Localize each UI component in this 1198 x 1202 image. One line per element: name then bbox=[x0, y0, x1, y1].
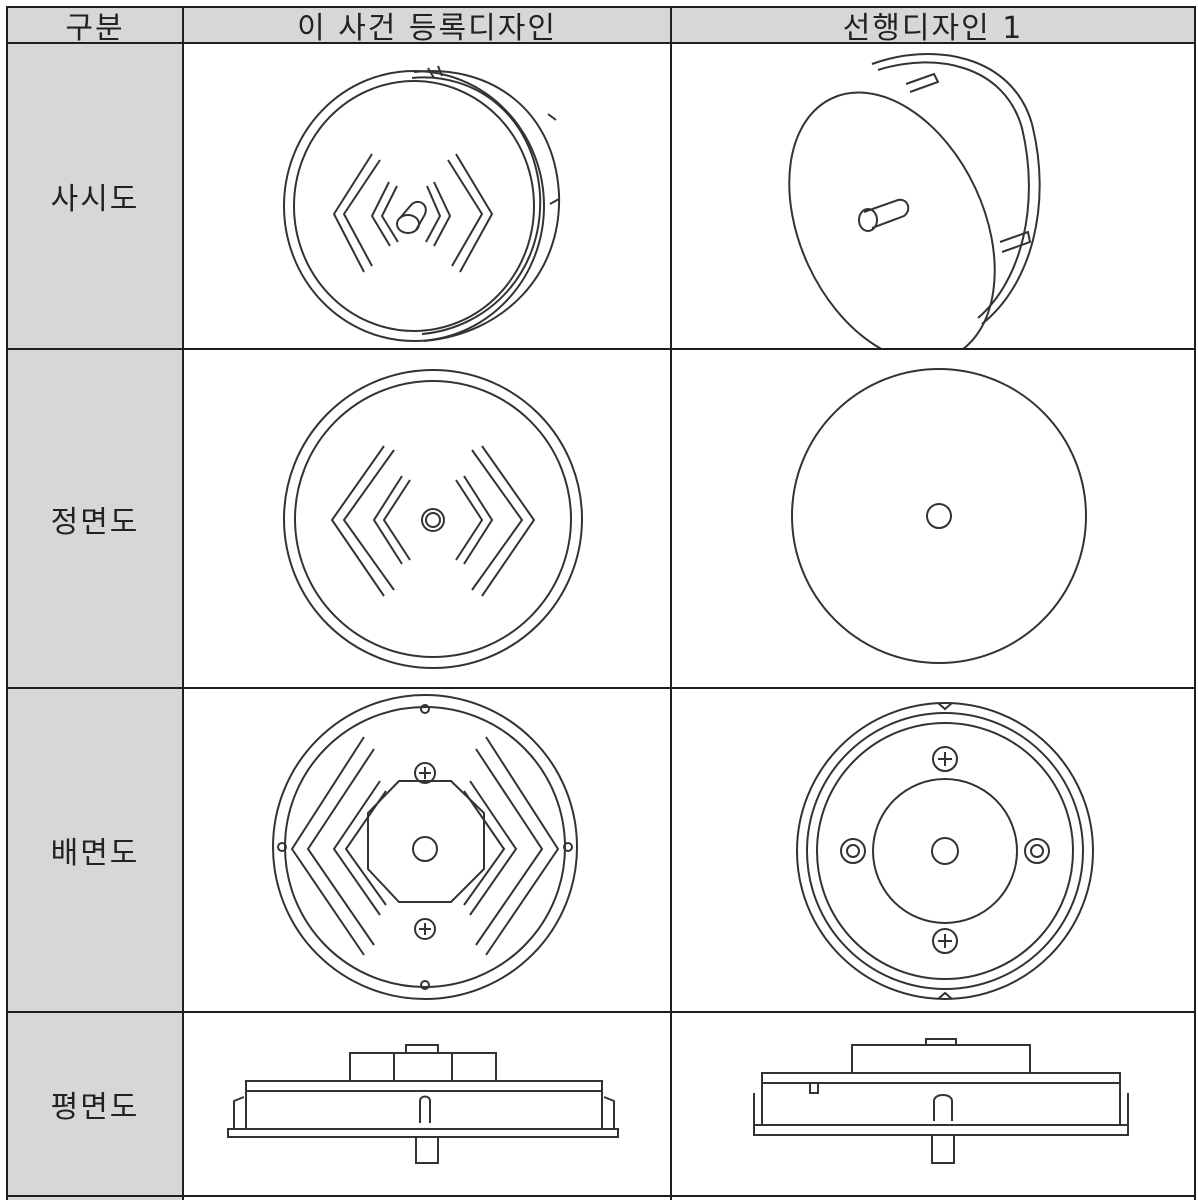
prior-rear-drawing bbox=[672, 689, 1194, 1011]
row-label-rear: 배면도 bbox=[50, 836, 140, 871]
registered-rear-drawing bbox=[184, 689, 670, 1011]
grid-line bbox=[6, 6, 1196, 8]
header-registered-design: 이 사건 등록디자인 bbox=[297, 10, 557, 46]
grid-line bbox=[6, 1195, 1196, 1197]
prior-top-drawing bbox=[672, 1013, 1194, 1195]
grid-line bbox=[6, 1011, 1196, 1013]
grid-line bbox=[6, 348, 1196, 350]
grid-line bbox=[1194, 6, 1196, 1200]
label-column-bg bbox=[6, 43, 183, 1200]
registered-perspective-drawing bbox=[184, 44, 670, 348]
grid-line bbox=[670, 6, 672, 1200]
prior-front-drawing bbox=[672, 350, 1194, 687]
prior-perspective-drawing bbox=[672, 44, 1194, 348]
grid-line bbox=[6, 6, 8, 1200]
row-label-front: 정면도 bbox=[50, 504, 140, 540]
grid-line bbox=[6, 687, 1196, 689]
grid-line bbox=[6, 42, 1196, 44]
header-category: 구분 bbox=[65, 10, 125, 46]
registered-top-drawing bbox=[184, 1013, 670, 1195]
registered-front-drawing bbox=[184, 350, 670, 687]
grid-line bbox=[182, 6, 184, 1200]
header-row-bg bbox=[6, 6, 1196, 43]
row-label-perspective: 사시도 bbox=[50, 182, 140, 217]
row-label-top: 평면도 bbox=[50, 1090, 140, 1125]
header-prior-design: 선행디자인 1 bbox=[842, 10, 1024, 46]
